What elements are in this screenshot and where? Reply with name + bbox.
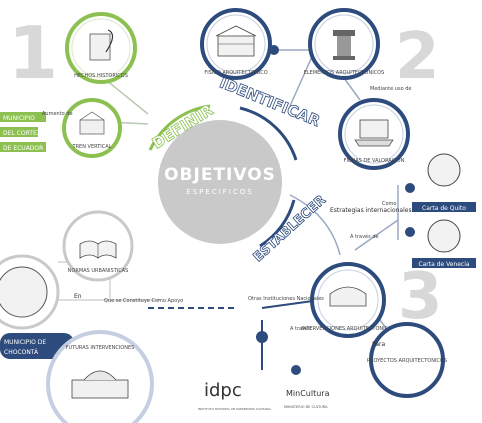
node-hechos-historicos[interactable]: HECHOS HISTORICOS (65, 12, 137, 84)
otras-instituciones-label: Otras Instituciones Nacionales (248, 296, 324, 302)
node-elementos-arquitectonicos[interactable]: ELEMENTOS ARQUITECTONICOS (304, 8, 385, 80)
mediante-label: Mediante uso de (370, 86, 411, 92)
verb-arc-green (148, 104, 211, 151)
de-ecuador-box (0, 142, 46, 152)
carta-quito-label: Carta de Quito (422, 205, 466, 212)
number-three: 3 (398, 260, 443, 334)
a-traves-label: A través (290, 325, 311, 332)
node-label: FISICO ARQUITECTONICO (204, 70, 267, 76)
node-label: PROYECTOS ARQUITECTONICOS (367, 358, 447, 364)
estrategias-label: Estrategias internacionales (330, 207, 412, 214)
verb-arc-navy (239, 106, 298, 161)
node-tren-vertical[interactable]: TREN VERTICAL (62, 98, 122, 158)
mincultura-logo: MinCultura (286, 389, 330, 398)
seal-icon (427, 219, 461, 253)
municipio-label: MUNICIPIO (3, 115, 35, 122)
center-title: OBJETIVOS (164, 165, 276, 185)
como-label: Como (382, 201, 396, 207)
mincultura-subtitle: MINISTERIO DE CULTURA (284, 405, 328, 409)
connector-dot-3 (405, 227, 415, 237)
dome-icon (329, 286, 367, 307)
connector-dot-1 (256, 331, 268, 343)
building-icon (79, 111, 105, 135)
de-ecuador-label: DE ECUADOR (3, 145, 43, 152)
node-label: ELEMENTOS ARQUITECTONICOS (304, 70, 385, 76)
idpc-logo: idpc (204, 380, 242, 401)
building-icon (215, 25, 257, 57)
node-fisico-arquitectonico[interactable]: FISICO ARQUITECTONICO (200, 8, 272, 80)
node-label: NORMAS URBANISTICAS (68, 268, 129, 274)
node-intervenciones-arquitectonicas[interactable]: INTERVENCIONES ARQUITECTONICAS (301, 262, 395, 338)
laptop-icon (354, 119, 394, 147)
idpc-subtitle: INSTITUTO DISTRITAL DE PATRIMONIO CULTUR… (198, 407, 271, 411)
del-cortez-label: DEL CORTEZ (3, 130, 41, 137)
seal-icon (0, 266, 48, 318)
connector-dot-2 (291, 365, 301, 375)
carta-venecia-label: Carta de Venecia (418, 261, 469, 268)
connector-dot-4 (405, 183, 415, 193)
quill-icon (89, 29, 114, 61)
en-label: En (74, 293, 82, 300)
node-label: HECHOS HISTORICOS (74, 73, 128, 79)
aumento-label: Aumento de (42, 111, 73, 117)
que-se-constituye-label: Que se Constituye Como Apoyo (104, 298, 183, 304)
para-label: Para (372, 341, 385, 348)
chocont-label-1: MUNICIPIO DE (4, 339, 46, 346)
a-traves-de-label: A través de (350, 233, 379, 240)
carta-venecia-seal[interactable]: Carta de Venecia (412, 219, 476, 268)
center-circle (158, 120, 282, 244)
node-proyectos-arquitectonicos[interactable]: PROYECTOS ARQUITECTONICOS (367, 322, 447, 398)
number-one: 1 (8, 11, 58, 95)
node-label: TREN VERTICAL (72, 144, 112, 150)
center-subtitle: ESPECIFICOS (186, 188, 253, 196)
del-cortez-box (0, 127, 38, 137)
node-label: FUTURAS INTERVENCIONES (66, 345, 135, 351)
number-two: 2 (395, 20, 440, 94)
book-icon (79, 240, 117, 259)
temple-icon (71, 370, 129, 399)
node-label: FICHAS DE VALORACION (344, 158, 405, 164)
municipio-box (0, 112, 46, 122)
node-municipio-seal[interactable] (0, 254, 60, 330)
chocont-label-2: CHOCONTÁ (4, 349, 39, 356)
node-futuras-intervenciones[interactable]: FUTURAS INTERVENCIONES (46, 330, 154, 423)
node-normas-urbanisticas[interactable]: NORMAS URBANISTICAS (62, 210, 134, 282)
node-fichas-de-valoracion[interactable]: FICHAS DE VALORACION (338, 98, 410, 170)
chocont-box (0, 333, 74, 359)
verb-arc-navy-2 (259, 199, 296, 248)
node-label: INTERVENCIONES ARQUITECTONICAS (301, 326, 394, 332)
column-icon (333, 30, 355, 60)
seal-icon (427, 153, 461, 187)
carta-quito-seal[interactable]: Carta de Quito (412, 153, 476, 212)
